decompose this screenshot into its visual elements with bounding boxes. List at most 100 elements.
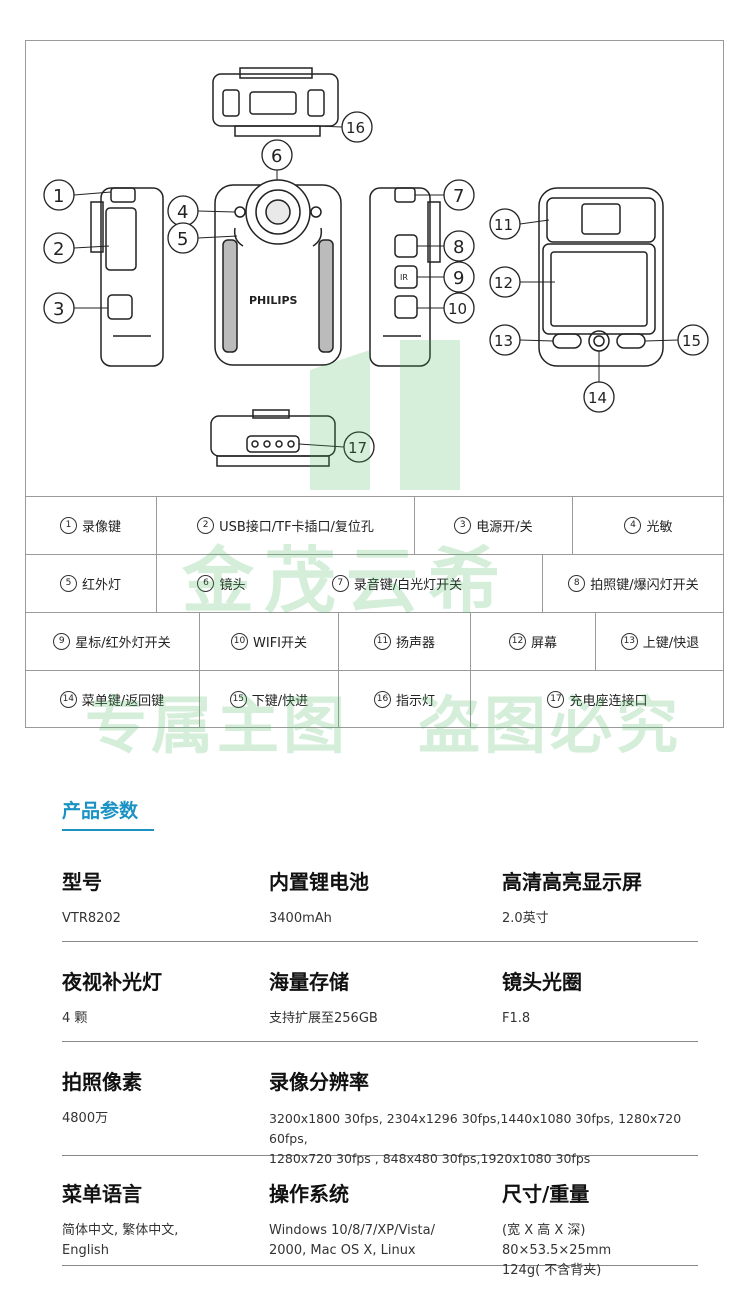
legend-number: 16 xyxy=(373,691,391,708)
spec-label: 录像分辨率 xyxy=(269,1070,369,1094)
watermark-text: 金茂云希 xyxy=(182,539,511,623)
svg-text:17: 17 xyxy=(348,439,367,457)
legend-number: 7 xyxy=(331,575,349,592)
legend-label: 录音键/白光灯开关 xyxy=(353,578,463,593)
callout-12: 12 xyxy=(489,266,555,298)
callout-9: 9 xyxy=(417,261,475,293)
spec-value: 3200x1800 30fps, 2304x1296 30fps,1440x10… xyxy=(269,1111,682,1166)
spec-label: 尺寸/重量 xyxy=(502,1182,590,1206)
svg-text:6: 6 xyxy=(271,146,282,167)
legend-number: 3 xyxy=(454,517,472,534)
callout-10: 10 xyxy=(417,292,475,324)
legend-number: 6 xyxy=(197,575,215,592)
legend-cell: 16 指示灯 xyxy=(338,671,470,728)
spec-item: 尺寸/重量(宽 X 高 X 深) 80×53.5×25mm 124g( 不含背夹… xyxy=(502,1178,698,1281)
callout-14: 14 xyxy=(583,351,615,413)
spec-value: 支持扩展至256GB xyxy=(269,1011,378,1026)
brand-logo: PHILIPS xyxy=(249,294,298,307)
legend-cell: 11 扬声器 xyxy=(338,613,470,670)
legend-number: 10 xyxy=(231,633,248,650)
legend-label: 录像键 xyxy=(81,520,121,535)
svg-text:16: 16 xyxy=(346,119,365,137)
svg-text:10: 10 xyxy=(448,300,467,318)
diagram-frame xyxy=(25,40,724,728)
callout-3: 3 xyxy=(43,292,108,324)
svg-text:7: 7 xyxy=(453,186,464,207)
legend-cell: 14 菜单键/返回键 xyxy=(25,671,199,728)
legend-number: 12 xyxy=(508,633,526,650)
spec-value: 简体中文, 繁体中文, English xyxy=(62,1223,179,1258)
legend-label: USB接口/TF卡插口/复位孔 xyxy=(219,520,374,535)
spec-value: 3400mAh xyxy=(269,911,332,926)
legend-number: 8 xyxy=(568,575,586,592)
back-view xyxy=(538,187,664,367)
legend-number: 15 xyxy=(229,691,247,708)
legend-label: 屏幕 xyxy=(530,636,557,651)
ir-label: IR xyxy=(400,273,408,282)
svg-text:2: 2 xyxy=(53,239,64,260)
spec-label: 操作系统 xyxy=(269,1182,349,1206)
spec-item: 菜单语言简体中文, 繁体中文, English xyxy=(62,1178,178,1261)
svg-text:4: 4 xyxy=(177,202,188,223)
legend-label: 指示灯 xyxy=(395,694,435,709)
watermark-logo xyxy=(310,340,460,490)
svg-text:1: 1 xyxy=(53,186,64,207)
section-underline xyxy=(62,829,154,831)
legend-cell: 12 屏幕 xyxy=(470,613,595,670)
svg-text:12: 12 xyxy=(494,274,513,292)
callout-1: 1 xyxy=(43,179,112,211)
spec-label: 菜单语言 xyxy=(62,1182,142,1206)
legend-label: 充电座连接口 xyxy=(569,694,648,709)
front-view: PHILIPS xyxy=(214,179,342,366)
svg-text:11: 11 xyxy=(494,216,513,234)
top-view xyxy=(212,67,339,137)
callout-17: 17 xyxy=(298,431,375,463)
callout-7: 7 xyxy=(415,179,475,211)
legend-label: 下键/快进 xyxy=(251,694,309,709)
spec-label: 拍照像素 xyxy=(62,1070,142,1094)
legend-cell: 8 拍照键/爆闪灯开关 xyxy=(542,555,724,612)
legend-label: 上键/快退 xyxy=(642,636,700,651)
callout-6: 6 xyxy=(261,139,293,180)
legend-label: 菜单键/返回键 xyxy=(81,694,165,709)
legend-label: 红外灯 xyxy=(81,578,121,593)
spec-label: 镜头光圈 xyxy=(502,970,582,994)
bottom-view xyxy=(210,409,336,467)
legend-label: 电源开/关 xyxy=(476,520,533,535)
spec-value: F1.8 xyxy=(502,1011,531,1026)
legend-number: 11 xyxy=(373,633,391,650)
spec-value: 4800万 xyxy=(62,1111,109,1126)
svg-text:9: 9 xyxy=(453,268,464,289)
spec-label: 夜视补光灯 xyxy=(62,970,162,994)
watermark-text: 盗图必究 xyxy=(418,689,683,762)
watermark-text: 专属主图 xyxy=(85,689,350,762)
legend-number: 1 xyxy=(59,517,77,534)
spec-label: 型号 xyxy=(62,870,102,894)
legend-number: 14 xyxy=(59,691,77,708)
legend-label: 镜头 xyxy=(219,578,246,593)
legend-label: 拍照键/爆闪灯开关 xyxy=(590,578,699,593)
legend-label: 扬声器 xyxy=(395,636,435,651)
callout-5: 5 xyxy=(167,222,238,254)
legend-label: WIFI开关 xyxy=(253,636,307,651)
svg-text:15: 15 xyxy=(682,332,701,350)
callout-8: 8 xyxy=(417,230,475,262)
svg-text:5: 5 xyxy=(177,229,188,250)
callouts: 1 2 3 4 5 6 7 xyxy=(43,111,709,463)
legend-cell: 15 下键/快进 xyxy=(199,671,338,728)
callout-13: 13 xyxy=(489,324,554,356)
